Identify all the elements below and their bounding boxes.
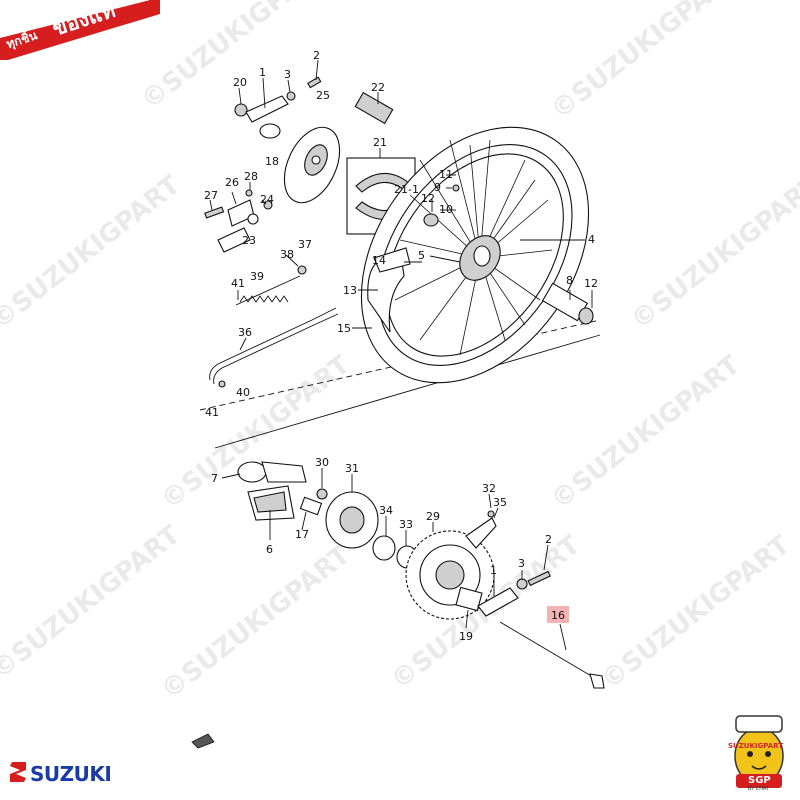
watermark: ©SUZUKIGPART xyxy=(0,170,186,336)
callout-34: 34 xyxy=(379,504,393,517)
callout-2-b: 2 xyxy=(545,533,552,546)
watermark: ©SUZUKIGPART xyxy=(596,530,796,696)
callout-31: 31 xyxy=(345,462,359,475)
connector-icon xyxy=(191,733,215,749)
callout-13: 13 xyxy=(343,284,357,297)
callout-41: 41 xyxy=(231,277,245,290)
callout-5: 5 xyxy=(418,249,425,262)
watermark: ©SUZUKIGPART xyxy=(0,520,186,686)
callout-19: 19 xyxy=(459,630,473,643)
watermark: ©SUZUKIGPART xyxy=(626,170,800,336)
callout-12-b: 12 xyxy=(584,277,598,290)
callout-20: 20 xyxy=(233,76,247,89)
section-line xyxy=(214,334,601,449)
callout-1-b: 1 xyxy=(490,564,497,577)
callout-6: 6 xyxy=(266,543,273,556)
callout-29: 29 xyxy=(426,510,440,523)
callout-18: 18 xyxy=(265,155,279,168)
callout-26: 26 xyxy=(225,176,239,189)
callout-15: 15 xyxy=(337,322,351,335)
mascot-logo-icon xyxy=(734,715,784,788)
callout-9: 9 xyxy=(434,181,441,194)
suzuki-logo-icon xyxy=(10,762,26,782)
callout-23: 23 xyxy=(242,234,256,247)
callout-10: 10 xyxy=(439,203,453,216)
callout-36: 36 xyxy=(238,326,252,339)
part-16-highlight xyxy=(547,606,569,623)
watermark: ©SUZUKIGPART xyxy=(156,540,356,706)
callout-37: 37 xyxy=(298,238,312,251)
callout-14: 14 xyxy=(372,254,386,267)
callout-41-b: 41 xyxy=(205,406,219,419)
callout-7: 7 xyxy=(211,472,218,485)
rear-wheel xyxy=(360,126,594,384)
mascot-sub: BY CHAI xyxy=(748,786,768,792)
callout-24: 24 xyxy=(260,193,274,206)
watermark: ©SUZUKIGPART xyxy=(136,0,336,116)
callout-21-1: 21-1 xyxy=(394,183,419,196)
callout-17: 17 xyxy=(295,528,309,541)
watermark: ©SUZUKIGPART xyxy=(546,350,746,516)
callout-12: 12 xyxy=(421,192,435,205)
callout-30: 30 xyxy=(315,456,329,469)
watermark: ©SUZUKIGPART xyxy=(546,0,746,126)
genuine-badge xyxy=(0,0,160,60)
callout-3: 3 xyxy=(284,68,291,81)
callout-2: 2 xyxy=(313,49,320,62)
callout-35: 35 xyxy=(493,496,507,509)
callout-3-b: 3 xyxy=(518,557,525,570)
callout-39: 39 xyxy=(250,270,264,283)
callout-1: 1 xyxy=(259,66,266,79)
callout-21: 21 xyxy=(373,136,387,149)
mascot-name: SUZUKIGPART xyxy=(728,742,784,750)
leader-lines xyxy=(209,59,593,651)
callout-27: 27 xyxy=(204,189,218,202)
callout-38: 38 xyxy=(280,248,294,261)
callout-25: 25 xyxy=(316,89,330,102)
callout-22: 22 xyxy=(371,81,385,94)
callout-8: 8 xyxy=(566,274,573,287)
callout-4: 4 xyxy=(588,233,595,246)
suzuki-brand-name: SUZUKI xyxy=(30,762,112,786)
callout-28: 28 xyxy=(244,170,258,183)
mascot-initials: SGP xyxy=(748,775,771,786)
callout-40: 40 xyxy=(236,386,250,399)
callouts: 20 1 3 2 22 25 18 21 21-1 27 26 28 24 23… xyxy=(204,49,598,643)
callout-33: 33 xyxy=(399,518,413,531)
callout-32: 32 xyxy=(482,482,496,495)
sprocket-assembly xyxy=(237,461,605,689)
callout-16: 16 xyxy=(551,609,565,622)
callout-11: 11 xyxy=(439,168,453,181)
